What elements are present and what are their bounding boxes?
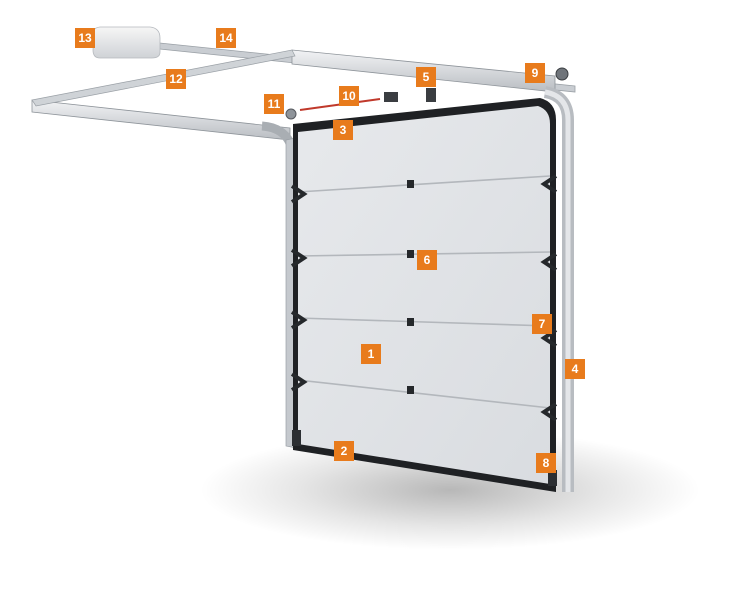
left-horizontal-track (31, 99, 291, 141)
callout-11: 11 (264, 94, 284, 114)
bottom-left-bracket (292, 430, 301, 446)
connecting-strut (31, 49, 296, 107)
callout-3: 3 (333, 120, 353, 140)
callout-12: 12 (166, 69, 186, 89)
floor-shadow (200, 430, 700, 550)
callout-8: 8 (536, 453, 556, 473)
callout-1: 1 (361, 344, 381, 364)
cable-drum (285, 108, 297, 120)
callout-6: 6 (417, 250, 437, 270)
callout-2: 2 (334, 441, 354, 461)
right-roller-bracket (540, 402, 558, 422)
center-hinge (407, 318, 414, 326)
callout-10: 10 (339, 86, 359, 106)
callout-14: 14 (216, 28, 236, 48)
left-roller-bracket (290, 184, 308, 204)
center-hinge (407, 250, 414, 258)
callout-5: 5 (416, 67, 436, 87)
right-roller-bracket (540, 252, 558, 272)
opener-arm-bracket (426, 88, 436, 102)
panel-seam (297, 317, 551, 327)
panel-seam (297, 175, 551, 193)
left-roller-bracket (290, 310, 308, 330)
panel-seam (297, 379, 551, 409)
spring-center-bracket (384, 92, 398, 102)
left-roller-bracket (290, 248, 308, 268)
bottom-right-bracket (548, 470, 557, 486)
center-hinge (407, 180, 414, 188)
opener-motor (92, 26, 161, 59)
right-roller-bracket (540, 174, 558, 194)
right-roller-bracket (540, 328, 558, 348)
right-curved-track-inner (544, 89, 571, 492)
callout-13: 13 (75, 28, 95, 48)
callout-7: 7 (532, 314, 552, 334)
door-panel-surface (298, 106, 550, 484)
left-roller-bracket (290, 372, 308, 392)
center-hinge (407, 386, 414, 394)
callout-9: 9 (525, 63, 545, 83)
callout-4: 4 (565, 359, 585, 379)
end-bearing (555, 67, 569, 81)
